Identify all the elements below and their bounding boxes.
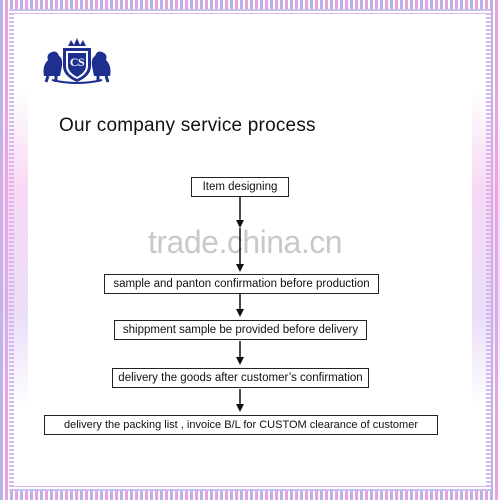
flow-step-4: delivery the goods after customer’s conf… (112, 368, 369, 388)
left-glow (0, 90, 28, 410)
company-logo: CS (38, 36, 116, 86)
decorative-inner-border (9, 9, 491, 491)
watermark-text: trade.china.cn (148, 224, 343, 260)
flow-step-1: Item designing (191, 177, 289, 197)
logo-text: CS (69, 55, 85, 69)
flow-step-3: shippment sample be provided before deli… (114, 320, 367, 340)
page-title: Our company service process (59, 115, 316, 136)
right-glow (472, 90, 500, 410)
flow-step-5: delivery the packing list , invoice B/L … (44, 415, 438, 435)
flow-step-2: sample and panton confirmation before pr… (104, 274, 379, 294)
